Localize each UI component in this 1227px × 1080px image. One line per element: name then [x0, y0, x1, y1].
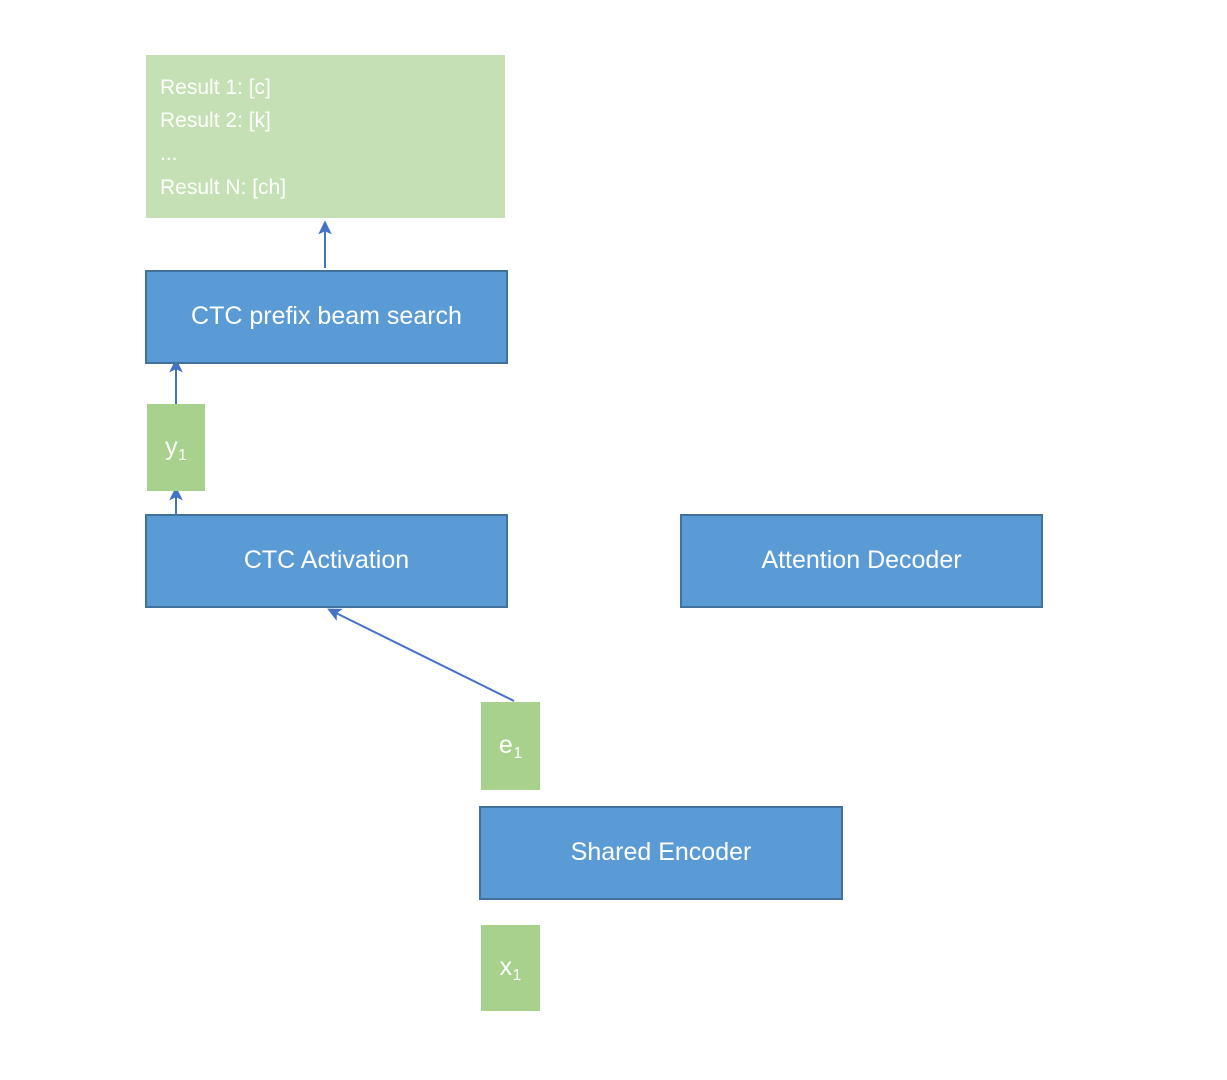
node-label-subscript: 1 [178, 446, 187, 464]
node-label-base: y [165, 432, 178, 461]
node-shared-encoder[interactable]: Shared Encoder [479, 806, 843, 900]
results-box: Result 1: [c] Result 2: [k] ... Result N… [146, 55, 505, 218]
node-ctc-prefix-beam-search[interactable]: CTC prefix beam search [145, 270, 508, 364]
node-label-subscript: 1 [513, 745, 523, 763]
node-label: Attention Decoder [761, 546, 962, 575]
node-e1[interactable]: e1 [481, 702, 540, 790]
results-line-2: Result 2: [k] [160, 109, 271, 133]
node-attention-decoder[interactable]: Attention Decoder [680, 514, 1043, 608]
results-line-1: Result 1: [c] [160, 76, 271, 99]
node-ctc-activation[interactable]: CTC Activation [145, 514, 508, 608]
node-label-subscript: 1 [512, 967, 522, 985]
node-x1[interactable]: x1 [481, 925, 540, 1011]
node-label: CTC Activation [243, 546, 410, 575]
arrow-e1-to-ctc-activation [327, 608, 515, 702]
node-label: CTC prefix beam search [191, 302, 462, 331]
node-label: y1 [165, 432, 187, 464]
node-label-base: e [498, 731, 513, 760]
node-label: Shared Encoder [570, 838, 752, 867]
node-label: x1 [499, 952, 522, 985]
node-label: e1 [498, 730, 523, 763]
node-y1[interactable]: y1 [147, 404, 205, 491]
results-line-n: Result N: [ch] [160, 175, 287, 199]
node-label-base: x [499, 953, 513, 982]
results-line-ellipsis: ... [160, 142, 178, 166]
